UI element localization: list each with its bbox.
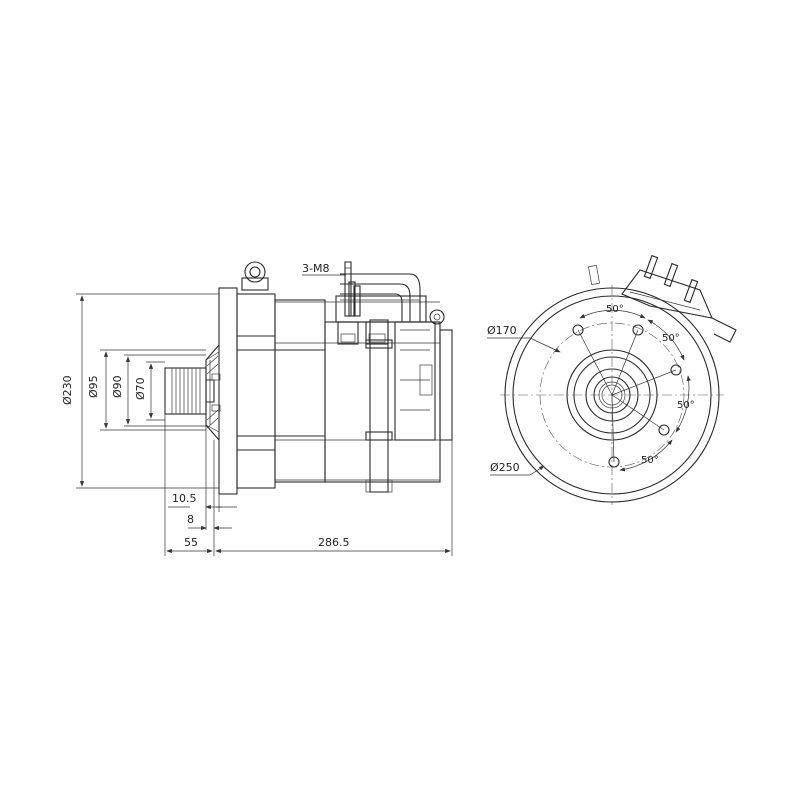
dim-dia-250: Ø250	[490, 461, 545, 476]
dim-dia-230: Ø230	[61, 293, 219, 489]
dim-dia-70: Ø70	[134, 361, 165, 421]
dia-170-label: Ø170	[487, 324, 517, 337]
dia-250-label: Ø250	[490, 461, 520, 474]
dim-horizontal: 10.5 8 55 286.5	[164, 414, 453, 556]
mounting-straps	[365, 319, 393, 493]
thread-label: 3-M8	[302, 262, 329, 275]
angle-upper-right-label: 50°	[662, 333, 680, 344]
side-view: 3-M8 Ø230 Ø95 Ø90 Ø70 10.5	[61, 261, 453, 556]
len-10-5-label: 10.5	[172, 492, 197, 505]
dim-dia-95: Ø95	[87, 349, 206, 431]
dia-230-label: Ø230	[61, 375, 74, 405]
lifting-eye	[241, 261, 269, 291]
output-shaft	[164, 367, 221, 415]
end-view: 50° 50° 50° 50° Ø170 Ø250	[487, 254, 737, 505]
len-8-label: 8	[187, 513, 194, 526]
angle-bottom-label: 50°	[641, 455, 659, 466]
terminal-block	[588, 254, 737, 343]
len-286-5-label: 286.5	[318, 536, 350, 549]
dim-dia-170: Ø170	[487, 324, 561, 353]
angle-top-label: 50°	[606, 304, 624, 315]
dia-70-label: Ø70	[134, 377, 147, 400]
terminal-studs	[335, 261, 427, 323]
dia-90-label: Ø90	[111, 375, 124, 398]
dia-95-label: Ø95	[87, 375, 100, 398]
front-flange	[218, 287, 238, 495]
angle-right-label: 50°	[677, 400, 695, 411]
len-55-label: 55	[184, 536, 198, 549]
